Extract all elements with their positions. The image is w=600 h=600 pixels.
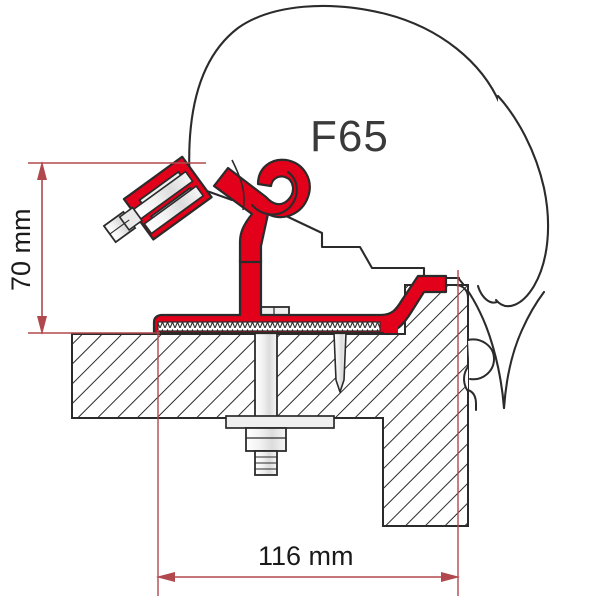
dimension-horizontal-116mm bbox=[156, 270, 460, 596]
clamp-bolt-assembly bbox=[102, 155, 213, 244]
adapter-rail bbox=[152, 258, 448, 335]
dimension-label-height: 70 mm bbox=[6, 208, 36, 292]
through-bolt bbox=[225, 306, 335, 476]
mounting-bracket-hook bbox=[212, 158, 311, 264]
dimension-label-width: 116 mm bbox=[258, 541, 354, 571]
awning-case-outline bbox=[188, 4, 550, 410]
leader-line bbox=[231, 159, 245, 211]
model-label: F65 bbox=[310, 112, 389, 161]
dimension-vertical-70mm bbox=[28, 161, 206, 335]
